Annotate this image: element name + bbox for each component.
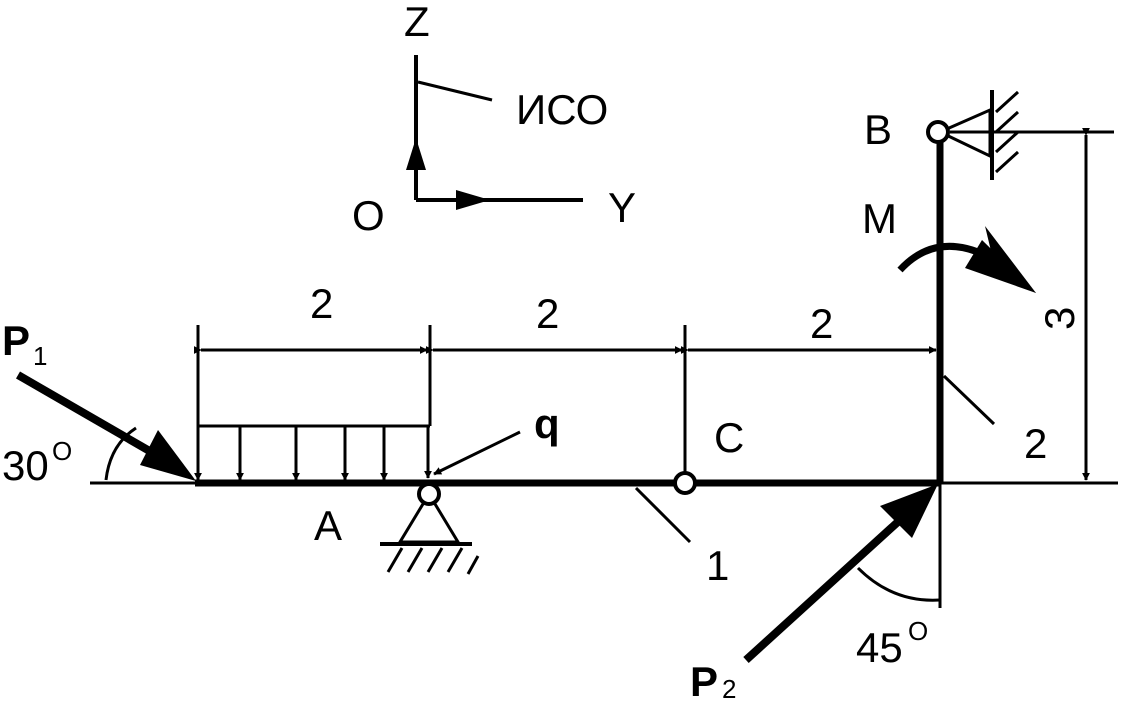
p2-angle-arc bbox=[856, 566, 941, 602]
z-axis-label: Z bbox=[404, 0, 430, 45]
moment-m: M bbox=[862, 195, 1036, 293]
load-arrows bbox=[194, 426, 432, 481]
p1-degree-mark: O bbox=[52, 436, 72, 466]
q-leader-line bbox=[433, 430, 521, 476]
p2-arrowhead bbox=[880, 484, 938, 538]
p2-subscript: 2 bbox=[722, 674, 736, 701]
beam bbox=[195, 132, 944, 487]
p1-arrowhead bbox=[140, 430, 196, 481]
support-a-hatching bbox=[386, 547, 480, 575]
point-c-label: C bbox=[714, 414, 744, 461]
p1-letter: P bbox=[2, 317, 30, 364]
frame-label: ИСО bbox=[516, 86, 608, 133]
dimensions: 2 2 2 3 bbox=[193, 127, 1114, 481]
p2-angle-value: 45 bbox=[856, 624, 903, 671]
hinge-c bbox=[673, 471, 697, 495]
moment-label: M bbox=[862, 195, 897, 242]
p1-angle-value: 30 bbox=[2, 442, 49, 489]
y-axis-label: Y bbox=[608, 184, 636, 231]
force-p1: P 1 30 O bbox=[2, 317, 196, 489]
coordinate-frame: Z Y O ИСО bbox=[352, 0, 636, 239]
part-labels: 1 2 bbox=[634, 374, 1047, 589]
support-b: B bbox=[864, 90, 1020, 180]
point-b-label: B bbox=[864, 106, 892, 153]
p2-letter: P bbox=[690, 658, 718, 701]
part2-leader bbox=[942, 374, 996, 426]
frame-label-leader bbox=[417, 80, 493, 102]
part1-leader bbox=[634, 486, 692, 544]
moment-arc bbox=[897, 242, 987, 273]
origin-label: O bbox=[352, 192, 385, 239]
point-a-label: A bbox=[314, 502, 342, 549]
hinge-b bbox=[926, 120, 950, 144]
p1-angle-arc bbox=[104, 426, 137, 481]
hinge-a bbox=[417, 482, 441, 506]
dim-label-height: 3 bbox=[1036, 307, 1083, 330]
dim-label-2: 2 bbox=[536, 290, 559, 337]
q-label: q bbox=[534, 400, 560, 447]
p2-shaft bbox=[743, 517, 903, 663]
dim-label-3: 2 bbox=[810, 300, 833, 347]
part2-label: 2 bbox=[1024, 420, 1047, 467]
force-p2: P 2 45 O bbox=[690, 483, 942, 701]
p1-shaft bbox=[15, 371, 163, 461]
y-axis-arrow bbox=[456, 190, 490, 210]
distributed-load-q: q bbox=[194, 400, 560, 481]
support-b-hatching bbox=[994, 90, 1020, 174]
part1-label: 1 bbox=[706, 542, 729, 589]
moment-arrowhead-tip bbox=[985, 226, 1036, 293]
z-axis-arrow bbox=[406, 138, 426, 170]
dim-label-1: 2 bbox=[310, 280, 333, 327]
support-a: A bbox=[314, 482, 480, 575]
p2-degree-mark: O bbox=[908, 616, 928, 646]
p1-subscript: 1 bbox=[33, 341, 47, 371]
